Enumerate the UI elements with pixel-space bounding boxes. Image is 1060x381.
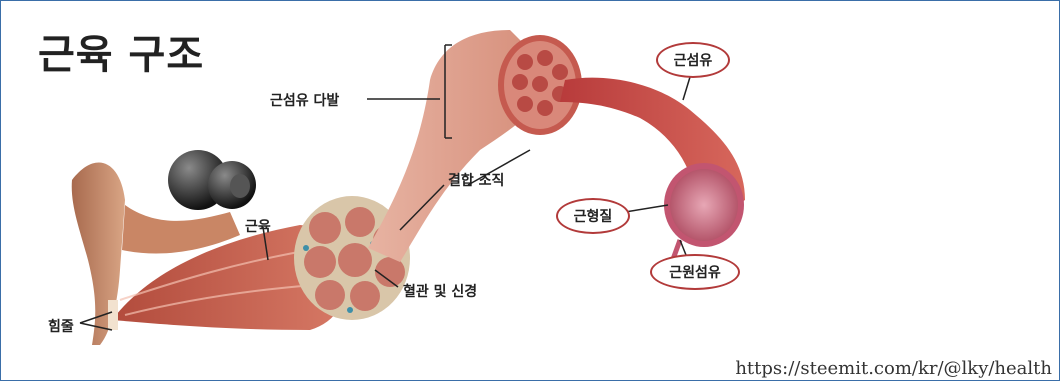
fascicle-label: 근섬유 다발 bbox=[270, 90, 339, 110]
sarcoplasm-callout-text: 근형질 bbox=[574, 206, 613, 226]
source-url: https://steemit.com/kr/@lky/health bbox=[735, 358, 1052, 379]
muscle-label: 근육 bbox=[245, 216, 271, 236]
page-title: 근육 구조 bbox=[38, 22, 204, 80]
vessels-nerves-label: 혈관 및 신경 bbox=[403, 281, 477, 301]
connective-tissue-label: 결합 조직 bbox=[448, 170, 504, 190]
fiber-cross-section bbox=[664, 163, 744, 247]
tendon-shape bbox=[108, 300, 118, 330]
fiber-callout-text: 근섬유 bbox=[674, 50, 713, 70]
fiber-callout: 근섬유 bbox=[656, 42, 730, 78]
tendon-label: 힘줄 bbox=[48, 316, 74, 336]
myofibril-callout: 근원섬유 bbox=[650, 254, 740, 290]
sarcoplasm-callout: 근형질 bbox=[556, 198, 630, 234]
dumbbell-shape bbox=[168, 150, 256, 210]
myofibril-callout-text: 근원섬유 bbox=[669, 262, 721, 282]
